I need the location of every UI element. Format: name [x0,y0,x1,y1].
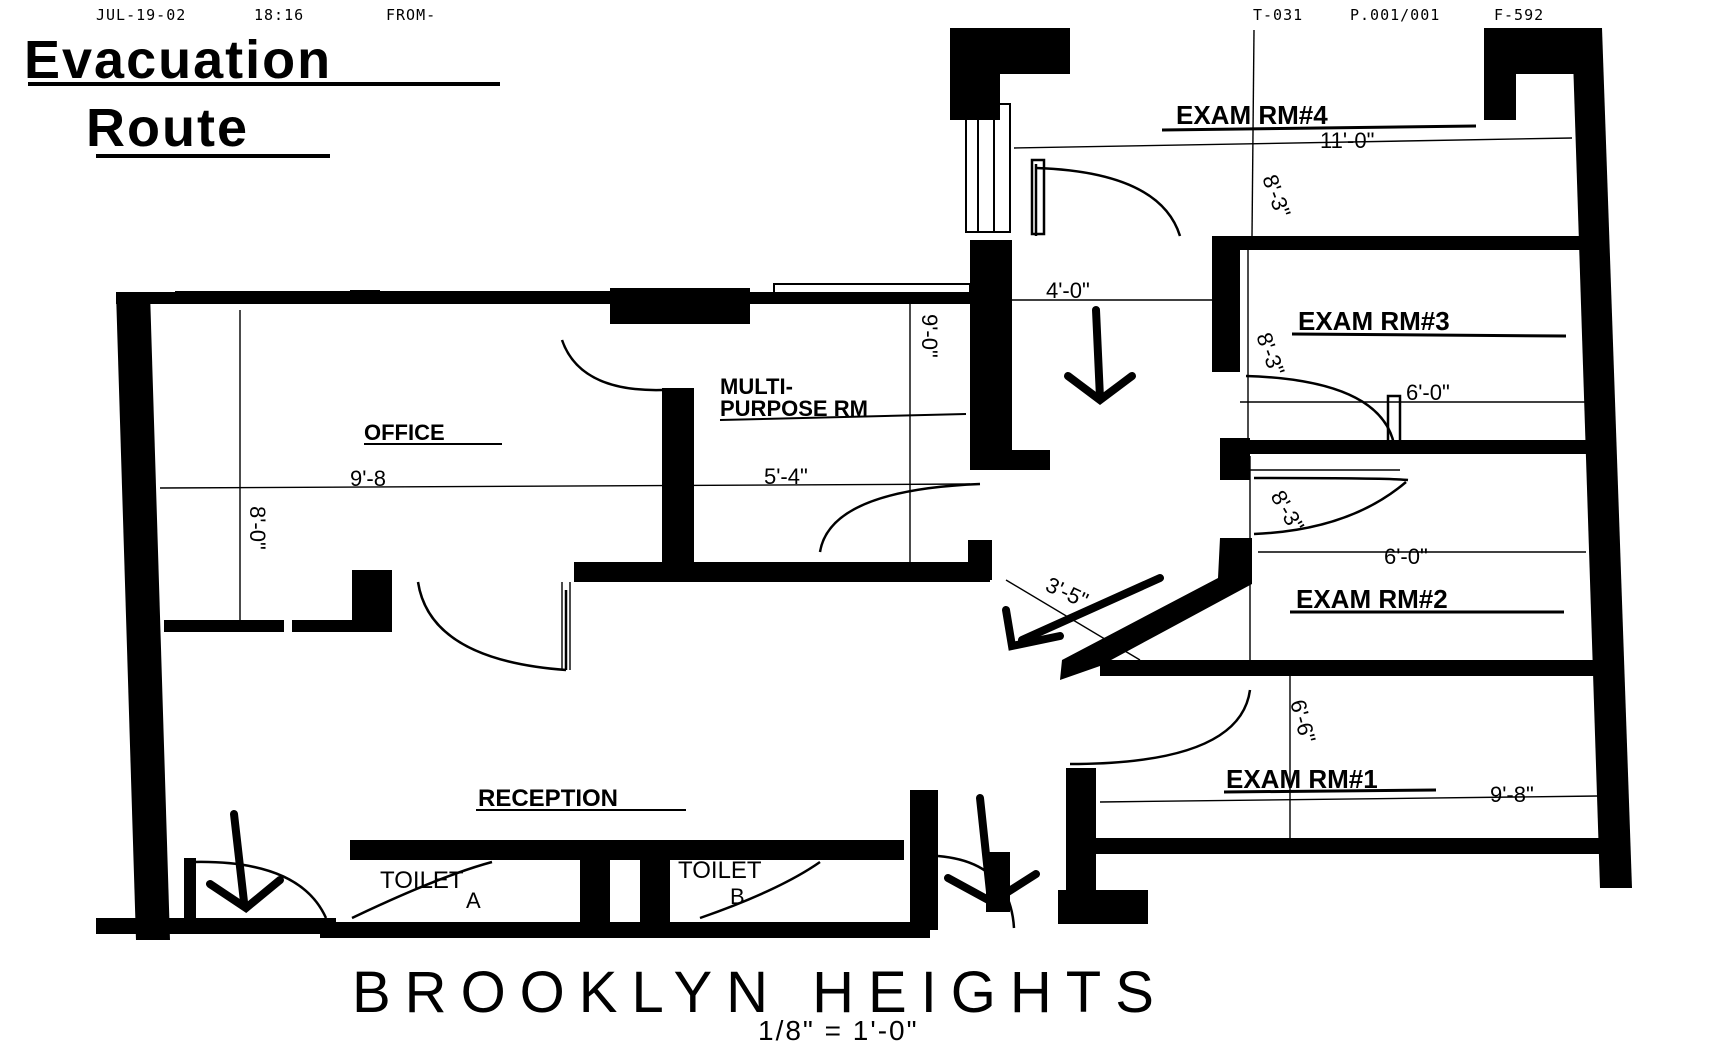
walls [96,28,1632,940]
dim-exam4-width: 11'-0" [1320,128,1374,153]
dim-office-depth: 8'-0" [245,506,270,550]
dimension-lines [159,29,1599,838]
dim-multi-depth: 9'-0" [917,314,942,358]
label-exam-rm-1: EXAM RM#1 [1226,764,1378,794]
label-toilet-a-letter: A [466,888,481,913]
windows [175,103,1011,303]
label-multi-1: MULTI- [720,374,793,399]
fax-t-code: T-031 [1253,6,1304,24]
label-exam-rm-3: EXAM RM#3 [1298,306,1450,336]
dim-corridor: 3'-5" [1042,572,1092,613]
fax-time: 18:16 [254,6,305,24]
dim-exam1-width: 9'-8" [1490,782,1534,807]
fax-date: JUL-19-02 [96,6,187,24]
label-reception: RECEPTION [478,785,618,812]
label-exam-rm-2: EXAM RM#2 [1296,584,1448,614]
title-evacuation: Evacuation [24,30,332,90]
dim-exam4-depth: 8'-3" [1257,171,1295,221]
footer-location: BROOKLYN HEIGHTS [352,960,1168,1025]
fax-page: P.001/001 [1350,6,1441,24]
dim-office-width: 9'-8 [350,466,386,491]
label-toilet-a: TOILET [380,867,464,894]
doors [193,158,1409,929]
dim-exam2-width: 6'-0" [1384,544,1428,569]
fax-from: FROM- [386,6,437,24]
label-toilet-b: TOILET [678,857,762,884]
title-route: Route [86,98,249,158]
label-toilet-b-letter: B [730,884,745,909]
fax-f-code: F-592 [1494,6,1545,24]
label-office: OFFICE [364,420,445,445]
evacuation-arrows [206,306,1164,913]
dim-hall-width: 4'-0" [1046,278,1090,303]
label-exam-rm-4: EXAM RM#4 [1176,100,1328,130]
dim-exam3-depth: 8'-3" [1251,329,1289,379]
dim-multi-width: 5'-4" [764,464,808,489]
dim-exam3-width: 6'-0" [1406,380,1450,405]
footer-scale: 1/8" = 1'-0" [758,1015,919,1046]
